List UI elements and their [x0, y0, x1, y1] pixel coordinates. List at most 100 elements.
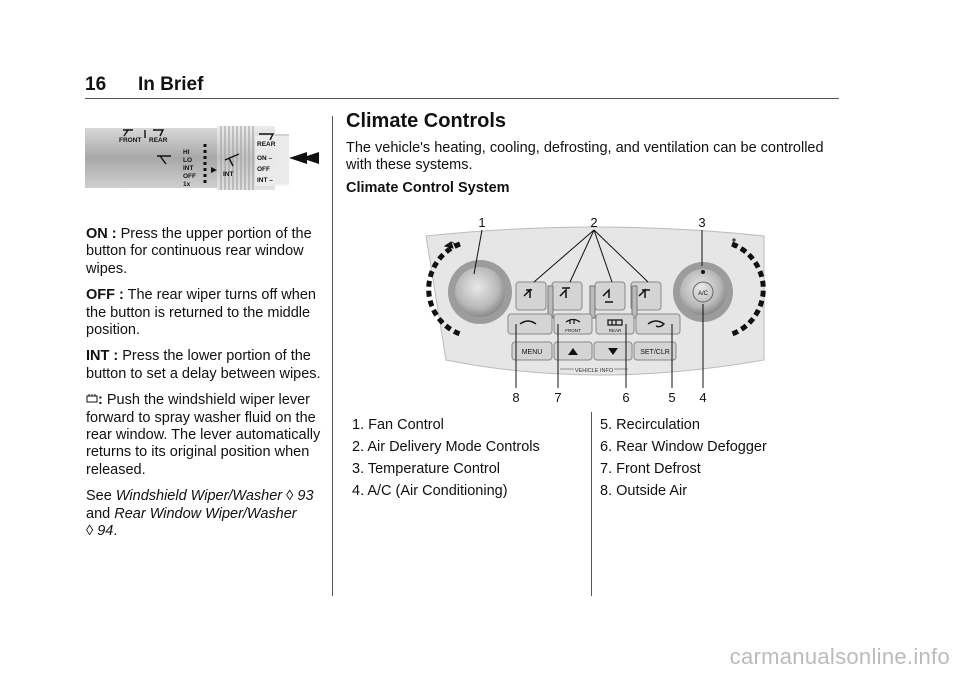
on-label: ON :	[86, 226, 117, 242]
front-label: FRONT	[565, 328, 581, 333]
pointer-arrow-icon	[211, 167, 217, 173]
list-item: 8. Outside Air	[600, 483, 688, 499]
lever-stalk	[85, 128, 217, 188]
floor-mode-icon	[602, 288, 613, 303]
see-paragraph: See Windshield Wiper/Washer ◊ 93 and Rea…	[86, 488, 314, 540]
off-text: The rear wiper turns off when the button…	[86, 287, 316, 339]
list-item: 4. A/C (Air Conditioning)	[352, 483, 508, 499]
ref-rear-wiper-page[interactable]: 94	[97, 523, 114, 540]
front-defrost-icon	[565, 318, 581, 324]
label-on: ON –	[257, 155, 273, 162]
page-ref-icon: ◊	[86, 523, 94, 540]
rear-washer-icon	[86, 394, 98, 403]
fan-icon	[443, 241, 459, 249]
rear-defog-button[interactable]	[595, 313, 635, 335]
int-label: INT :	[86, 348, 119, 365]
mode-button-1[interactable]	[515, 281, 547, 311]
recirculation-button[interactable]	[635, 313, 681, 335]
list-item: 5. Recirculation	[600, 417, 700, 433]
label-off: OFF	[183, 173, 196, 180]
climate-control-figure: A/C FRONT REAR MENU	[425, 215, 766, 404]
mode-button-3[interactable]	[594, 281, 626, 311]
list-item: 7. Front Defrost	[600, 461, 701, 477]
off-paragraph: OFF : The rear wiper turns off when the …	[86, 287, 326, 339]
fan-control-knob[interactable]	[455, 267, 505, 317]
rear-label: REAR	[609, 328, 622, 333]
callout-7: 7	[554, 390, 561, 404]
climate-controls-title: Climate Controls	[346, 110, 507, 132]
callout-1: 1	[478, 215, 485, 230]
recirculation-icon	[647, 320, 666, 328]
function-buttons: FRONT REAR	[507, 313, 681, 335]
label-front: FRONT	[119, 137, 141, 144]
callout-5: 5	[668, 390, 675, 404]
ref-windshield-wiper-page[interactable]: 93	[297, 488, 314, 505]
callout-2: 2	[590, 215, 597, 230]
on-text: Press the upper portion of the button fo…	[86, 226, 312, 277]
int-wiper-icon	[224, 153, 240, 167]
rear-defog-icon	[607, 319, 623, 326]
set-clr-label: SET/CLR	[640, 349, 670, 356]
section-title: In Brief	[138, 74, 204, 95]
outside-air-icon	[519, 320, 537, 325]
label-int-cap: INT –	[257, 177, 273, 184]
vent-mode-icon	[523, 288, 532, 298]
callout-8: 8	[512, 390, 519, 404]
ref-windshield-wiper[interactable]: Windshield Wiper/Washer	[115, 488, 283, 505]
page-ref-icon: ◊	[286, 488, 294, 505]
header-rule	[85, 98, 839, 99]
ac-button[interactable]	[692, 281, 714, 303]
mode-button-4[interactable]	[630, 281, 662, 311]
column-divider	[332, 116, 333, 596]
off-label: OFF :	[86, 287, 124, 304]
set-clr-button[interactable]	[633, 341, 677, 361]
outside-air-button[interactable]	[507, 313, 553, 335]
up-arrow-icon	[568, 348, 578, 355]
ac-label: A/C	[698, 291, 709, 297]
down-arrow-icon	[608, 348, 618, 355]
defog-mode-icon	[638, 288, 650, 298]
climate-intro: The vehicle's heating, cooling, defrosti…	[346, 140, 824, 174]
bilevel-mode-icon	[559, 287, 570, 298]
label-lo: LO	[183, 157, 192, 164]
list-item: 3. Temperature Control	[352, 461, 501, 477]
list-item: 1. Fan Control	[352, 417, 444, 433]
info-buttons: MENU SET/CLR VEHICLE INFO	[511, 341, 677, 374]
legend-list-left: 1. Fan Control 2. Air Delivery Mode Cont…	[352, 417, 582, 505]
fan-arc	[426, 241, 461, 337]
list-item: 2. Air Delivery Mode Controls	[352, 439, 540, 455]
label-off-cap: OFF	[257, 166, 270, 173]
callout-3: 3	[698, 215, 705, 230]
label-1x: 1x	[183, 181, 191, 188]
rear-wiper-icon	[259, 133, 275, 141]
mode-button-2[interactable]	[551, 281, 583, 311]
windshield-wiper-icon	[157, 155, 171, 165]
menu-button[interactable]	[511, 341, 553, 361]
front-defrost-button[interactable]	[553, 313, 593, 335]
left-column: ON : Press the upper portion of the butt…	[86, 226, 326, 550]
label-rear-cap: REAR	[257, 141, 276, 148]
watermark: carmanualsonline.info	[729, 644, 950, 669]
and-text: and	[86, 505, 111, 522]
legend-list-right: 5. Recirculation 6. Rear Window Defogger…	[600, 417, 820, 505]
vehicle-info-label: VEHICLE INFO	[575, 368, 614, 374]
climate-system-subtitle: Climate Control System	[346, 180, 510, 196]
label-hi: HI	[183, 149, 190, 156]
page-number: 16	[85, 74, 107, 95]
on-paragraph: ON : Press the upper portion of the butt…	[86, 226, 326, 278]
temp-arc	[731, 241, 766, 337]
callout-4: 4	[699, 390, 706, 404]
see-prefix: See	[86, 488, 112, 505]
wiper-symbol-icon	[123, 129, 165, 138]
ref-rear-wiper[interactable]: Rear Window Wiper/Washer	[114, 505, 297, 522]
washer-text: Push the windshield wiper lever forward …	[86, 392, 321, 478]
washer-paragraph: : Push the windshield wiper lever forwar…	[86, 392, 326, 479]
wiper-lever-figure: FRONT REAR HI LO INT OFF 1x INT REAR ON …	[85, 126, 319, 190]
washer-label: :	[98, 392, 103, 409]
temperature-control-knob[interactable]	[680, 269, 726, 315]
mode-buttons	[515, 281, 662, 319]
label-rear: REAR	[149, 137, 168, 144]
ac-indicator	[701, 270, 705, 274]
callout-6: 6	[622, 390, 629, 404]
legend-divider	[591, 412, 592, 596]
